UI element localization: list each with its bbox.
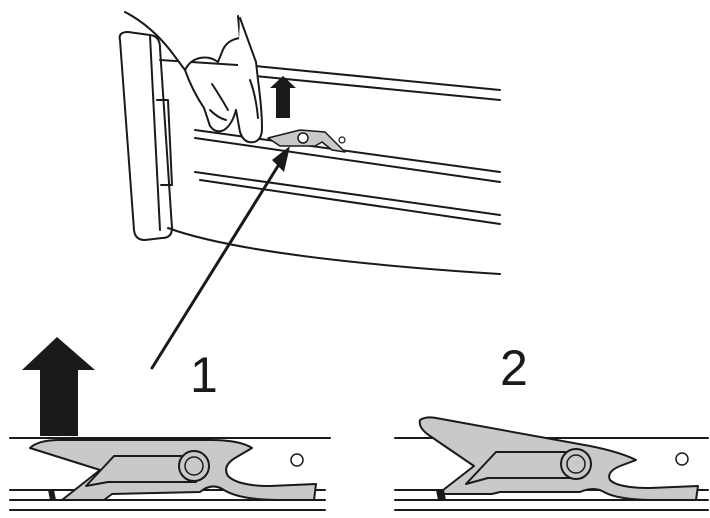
- detail-2-hole: [675, 452, 689, 466]
- drawer-illustration: [118, 31, 501, 275]
- drawer-upper-rail: [254, 65, 501, 101]
- detail-2-block: [436, 490, 446, 500]
- pointer-line: [150, 146, 290, 370]
- detail-1: [9, 337, 331, 511]
- detail-1-block: [48, 490, 56, 500]
- drawer-small-latch-pivot: [297, 132, 309, 144]
- step-label-1: 1: [190, 347, 218, 403]
- detail-1-hole: [290, 453, 304, 467]
- drawer-middle-rail: [194, 129, 501, 183]
- drawer-small-hole: [338, 136, 346, 144]
- drawer-lower-rail: [194, 171, 501, 225]
- drawer-panel-notch: [156, 99, 173, 186]
- drawer-front-panel: [118, 31, 173, 241]
- detail-2: [394, 416, 709, 511]
- step-label-2: 2: [500, 340, 528, 396]
- detail-1-pivot: [178, 450, 210, 482]
- detail-2-pivot: [560, 448, 592, 480]
- hand-icon: [124, 11, 263, 144]
- up-arrow-icon: [22, 337, 95, 436]
- up-arrow-icon: [270, 76, 296, 118]
- detail-2-pivot-inner: [566, 454, 586, 474]
- detail-1-pivot-inner: [184, 456, 204, 476]
- drawer-front-inner-edge: [149, 35, 161, 231]
- drawer-side-body: [159, 59, 501, 275]
